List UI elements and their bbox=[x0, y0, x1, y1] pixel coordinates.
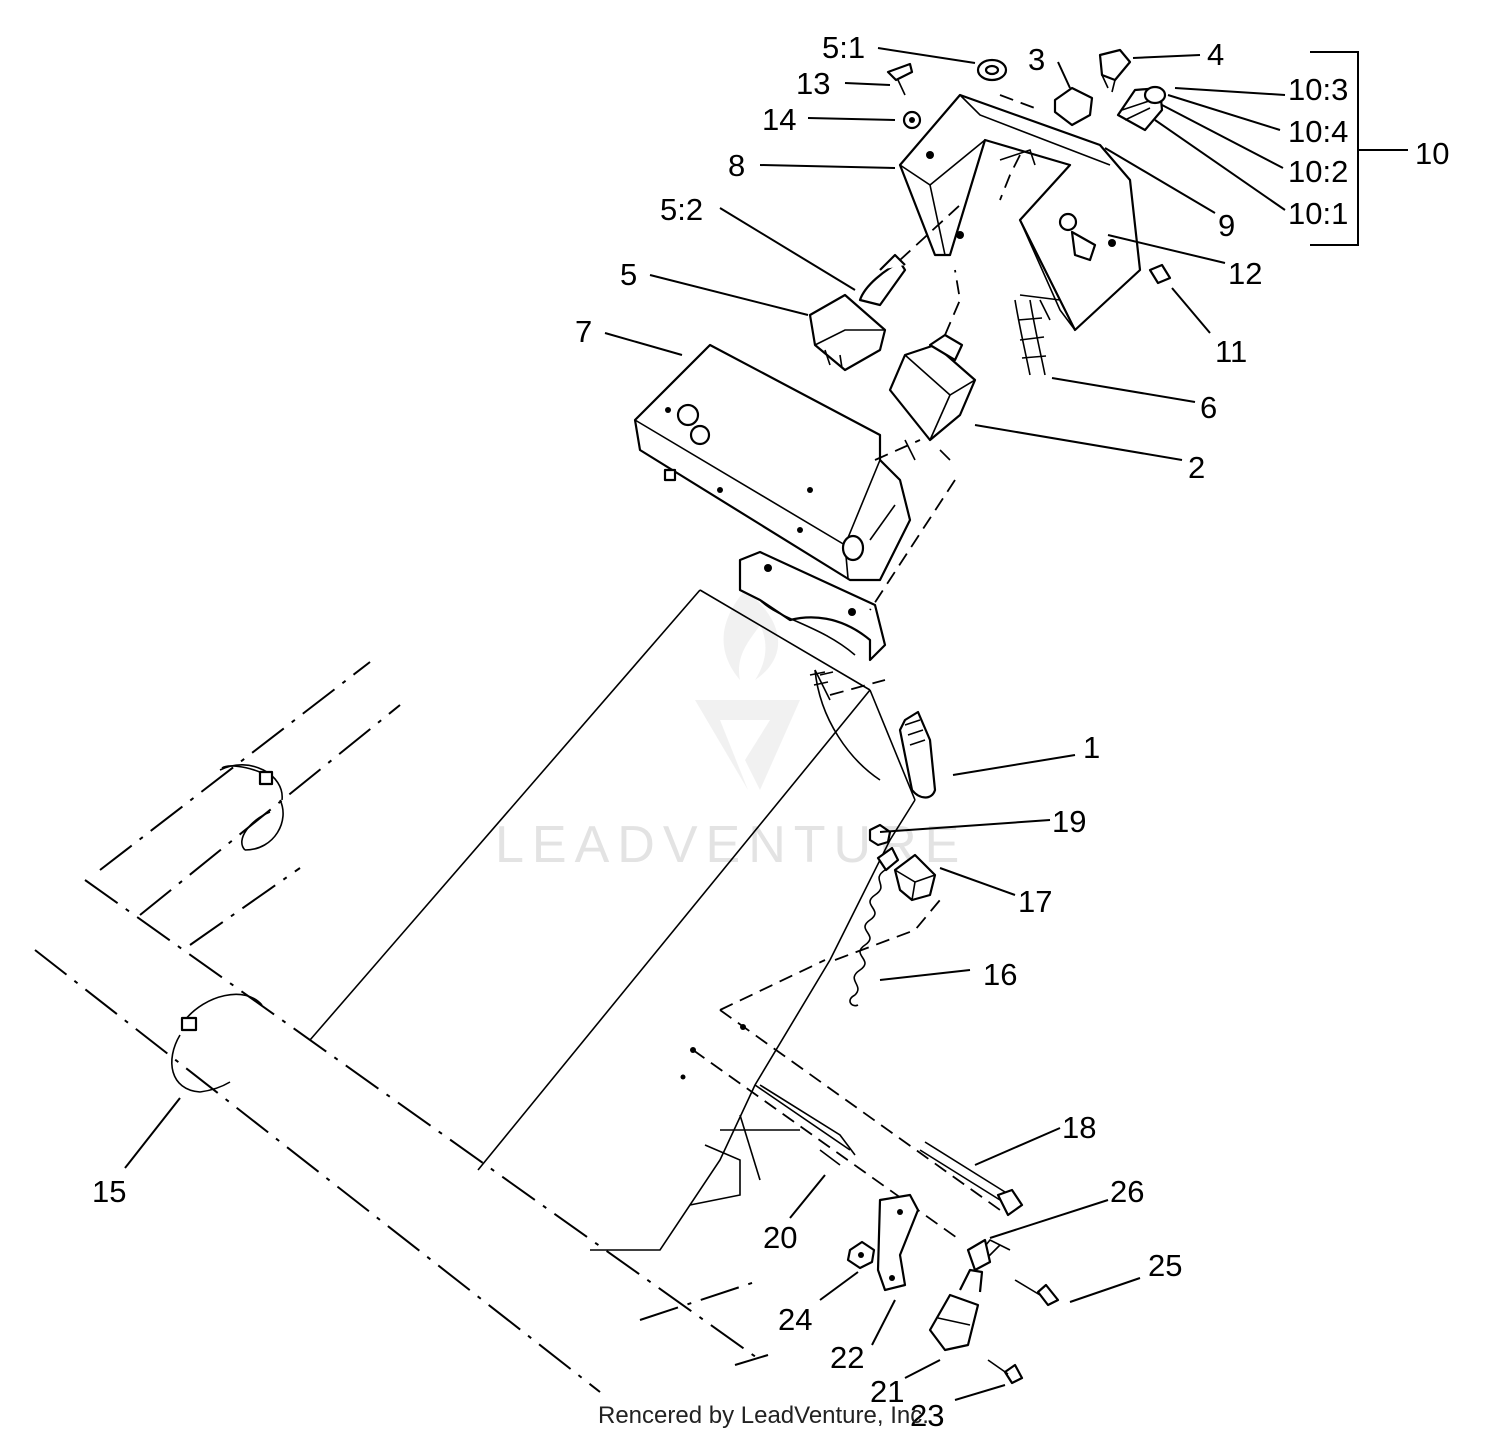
part-7-bracket-box bbox=[633, 343, 912, 582]
frame-tube bbox=[34, 661, 769, 1393]
part-4-cap bbox=[1098, 48, 1132, 93]
part-24-nut bbox=[846, 1240, 876, 1270]
saddle-bracket bbox=[738, 550, 887, 662]
part-5-1-boot bbox=[976, 58, 1008, 82]
label-10: 10 bbox=[1415, 136, 1449, 171]
label-2: 2 bbox=[1188, 450, 1205, 485]
label-13: 13 bbox=[796, 66, 830, 101]
part-20-pin bbox=[819, 1149, 841, 1166]
part-18-bolt bbox=[919, 1141, 1024, 1217]
part-21-solenoid bbox=[928, 1238, 1011, 1352]
part-14-lock-washer bbox=[902, 110, 922, 130]
label-10-2: 10:2 bbox=[1288, 154, 1348, 189]
leader-lines bbox=[124, 47, 1286, 1401]
watermark-text: LEADVENTURE bbox=[495, 816, 967, 874]
part-22-bracket bbox=[876, 1193, 920, 1292]
label-4: 4 bbox=[1207, 37, 1224, 72]
part-26-switch bbox=[966, 1238, 992, 1272]
label-7: 7 bbox=[575, 314, 592, 349]
label-20: 20 bbox=[763, 1220, 797, 1255]
label-14: 14 bbox=[762, 102, 796, 137]
label-26: 26 bbox=[1110, 1174, 1144, 1209]
label-18: 18 bbox=[1062, 1110, 1096, 1145]
label-24: 24 bbox=[778, 1302, 812, 1337]
label-11: 11 bbox=[1215, 334, 1247, 369]
label-16: 16 bbox=[983, 957, 1017, 992]
label-19: 19 bbox=[1052, 804, 1086, 839]
part-5-toggle-switch bbox=[808, 204, 961, 372]
label-5-1: 5:1 bbox=[822, 30, 865, 65]
label-22: 22 bbox=[830, 1340, 864, 1375]
part-17-block bbox=[893, 853, 937, 902]
leadventure-watermark-logo bbox=[695, 590, 800, 790]
label-12: 12 bbox=[1228, 256, 1262, 291]
label-1: 1 bbox=[1083, 730, 1100, 765]
part-25-screw bbox=[1014, 1279, 1060, 1307]
label-6: 6 bbox=[1200, 390, 1217, 425]
part-2-limit-switch bbox=[869, 269, 977, 611]
part-3-nut bbox=[1053, 86, 1094, 127]
part-16-spring bbox=[849, 846, 900, 1007]
part-10-pushbutton-switch bbox=[1116, 85, 1167, 132]
label-3: 3 bbox=[1028, 42, 1045, 77]
part-19-nut bbox=[868, 823, 892, 847]
label-15: 15 bbox=[92, 1174, 126, 1209]
label-5: 5 bbox=[620, 257, 637, 292]
label-17: 17 bbox=[1018, 884, 1052, 919]
part-11-connector bbox=[1148, 263, 1172, 285]
part-13-screw bbox=[886, 62, 914, 96]
part-1-u-bolt bbox=[809, 669, 937, 799]
part-10-group-bracket bbox=[1310, 51, 1359, 246]
label-25: 25 bbox=[1148, 1248, 1182, 1283]
label-5-2: 5:2 bbox=[660, 192, 703, 227]
part-23-screw bbox=[987, 1359, 1024, 1385]
label-9: 9 bbox=[1218, 208, 1235, 243]
label-10-3: 10:3 bbox=[1288, 72, 1348, 107]
footer-credit: Rencered by LeadVenture, Inc. bbox=[598, 1402, 929, 1429]
label-10-1: 10:1 bbox=[1288, 196, 1348, 231]
part-8-switch-housing bbox=[898, 93, 1142, 332]
label-8: 8 bbox=[728, 148, 745, 183]
main-housing-plate bbox=[309, 589, 1001, 1251]
label-23: 23 bbox=[910, 1398, 944, 1433]
label-21: 21 bbox=[870, 1374, 904, 1409]
part-6-wire-harness bbox=[1014, 294, 1061, 376]
label-10-4: 10:4 bbox=[1288, 114, 1348, 149]
